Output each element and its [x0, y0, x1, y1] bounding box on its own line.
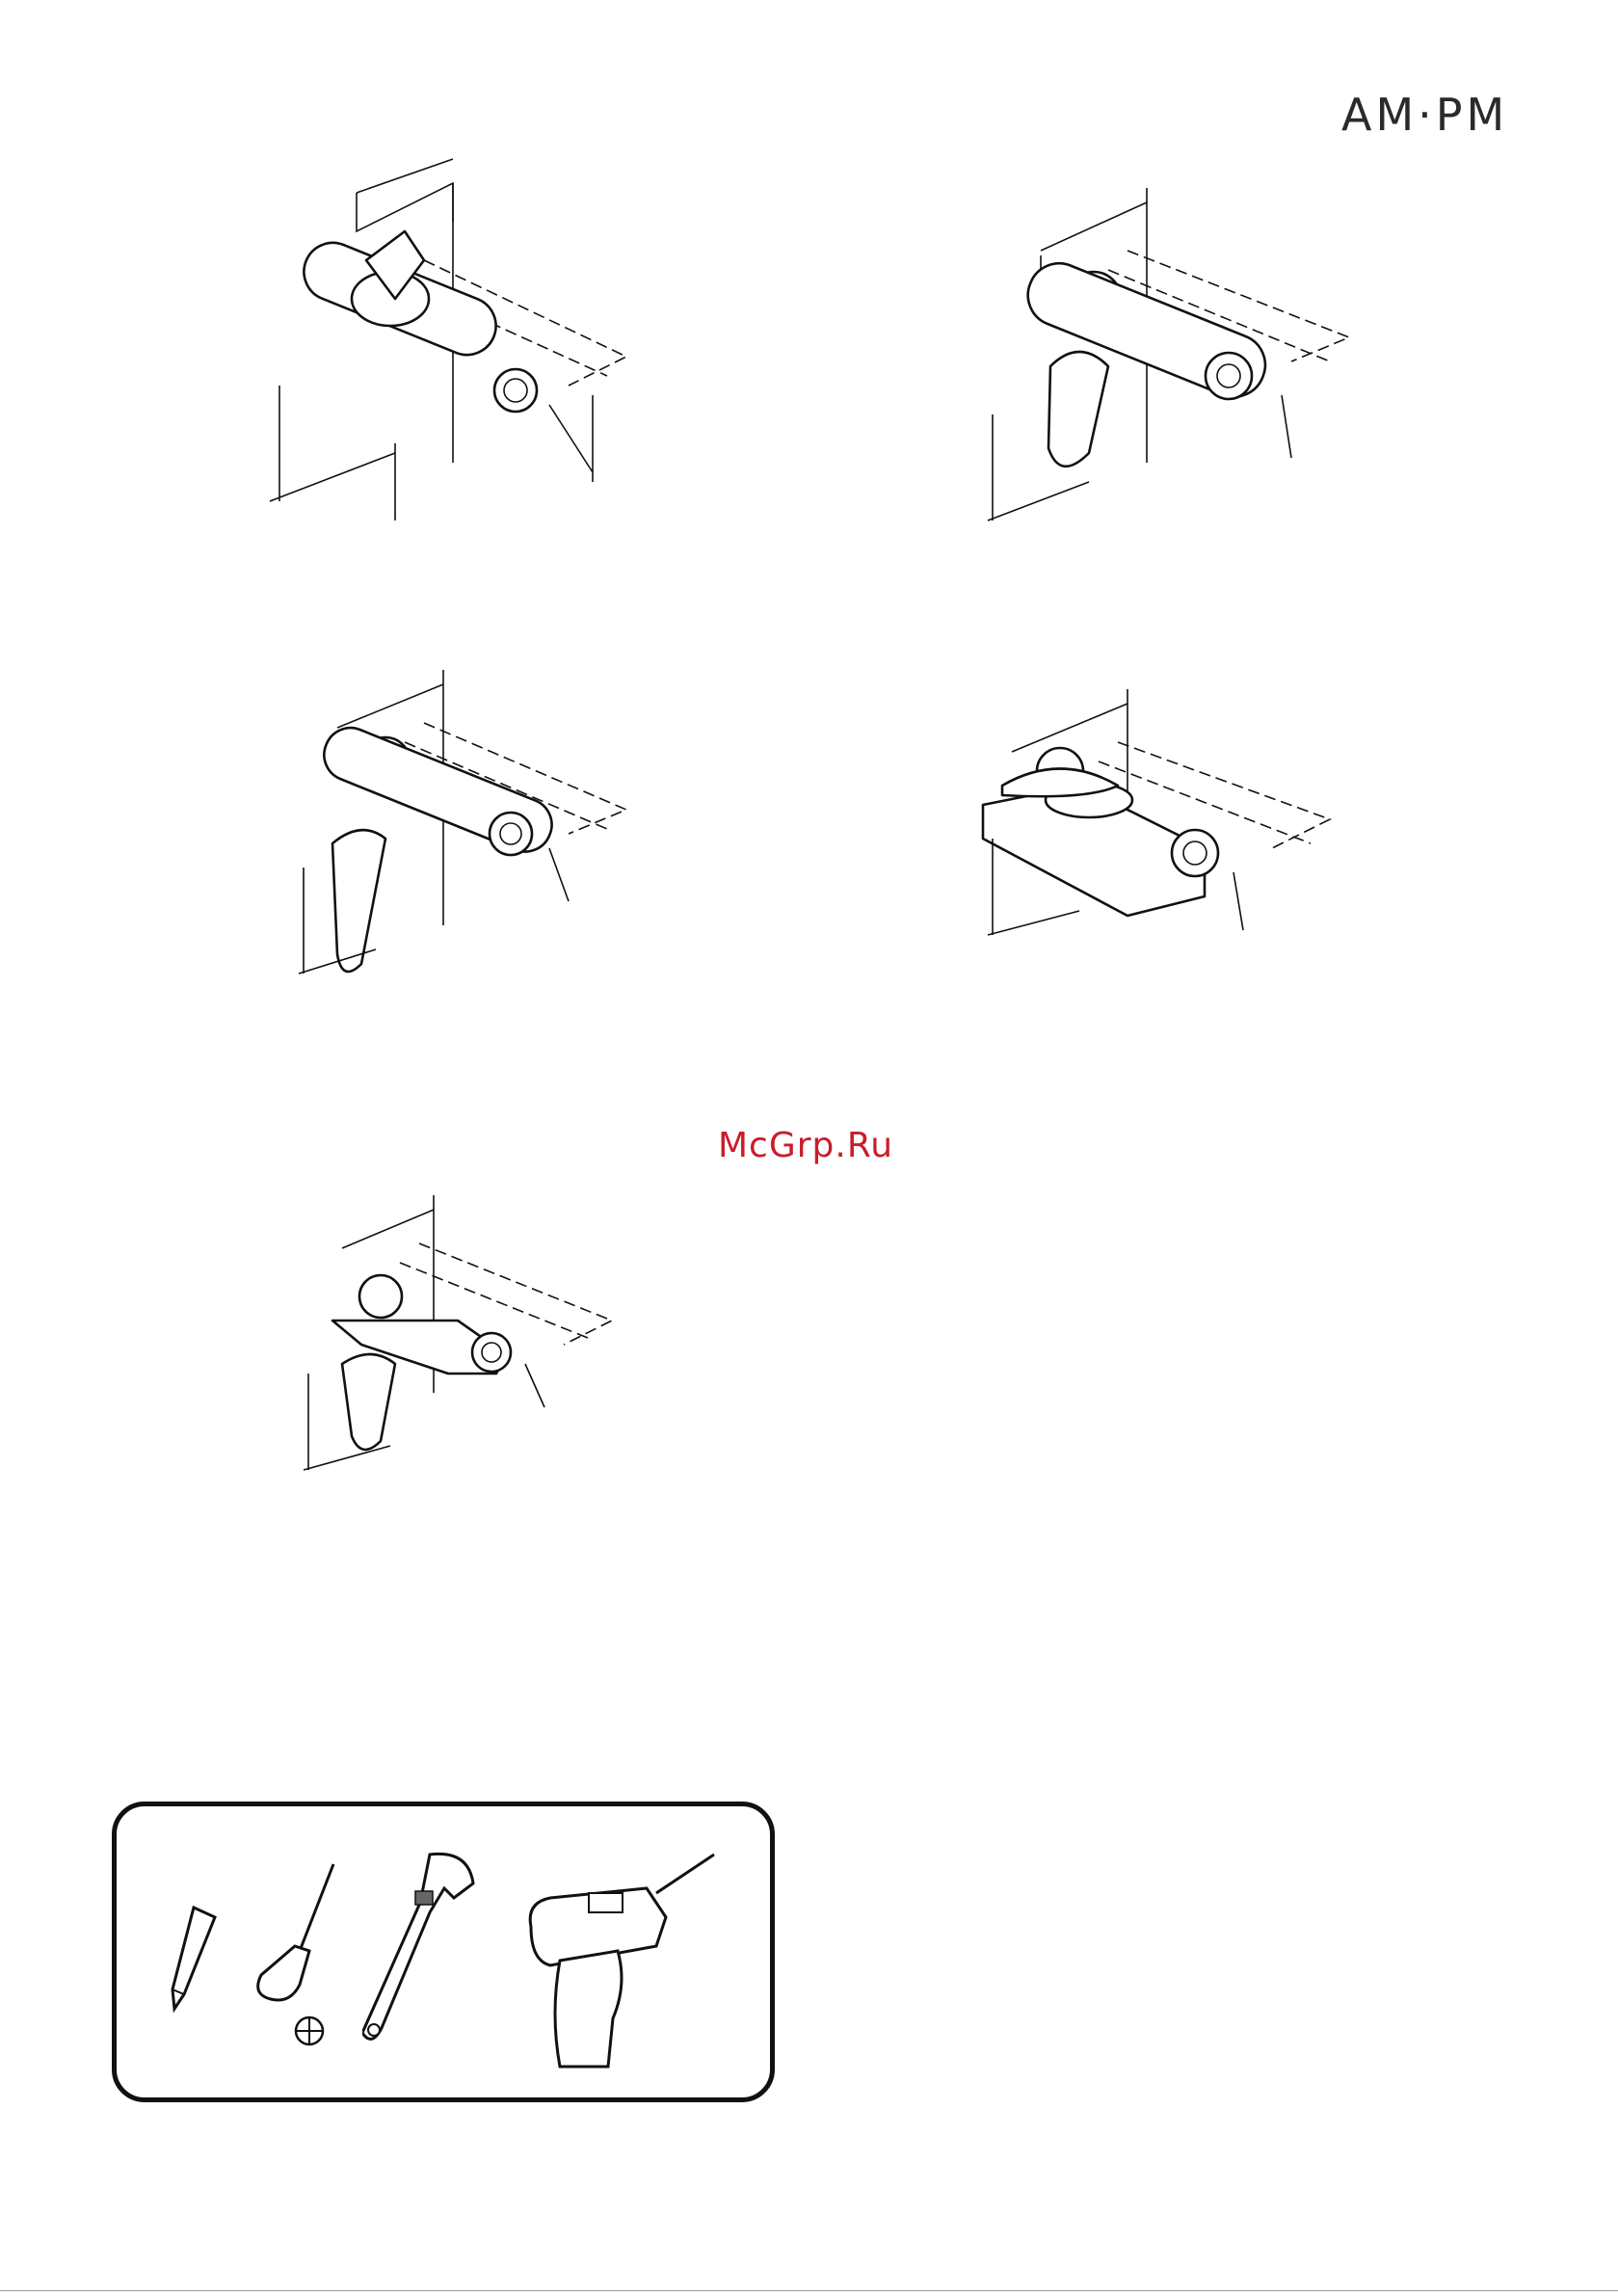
watermark-text: McGrp.Ru	[718, 1126, 893, 1165]
pencil-icon	[165, 1903, 223, 2022]
tools-panel	[112, 1802, 775, 2102]
faucet-diagram-3	[289, 675, 675, 1006]
page-bottom-rule	[0, 2290, 1618, 2291]
faucet-diagram-5	[304, 1200, 650, 1493]
brand-logo: AM·PM	[1341, 89, 1508, 141]
faucet-diagram-4	[973, 694, 1359, 987]
power-drill-icon	[521, 1850, 724, 2075]
faucet-diagram-1	[260, 193, 665, 534]
faucet-diagram-2	[983, 193, 1388, 544]
phillips-screwdriver-icon	[242, 1859, 358, 2056]
adjustable-wrench-icon	[362, 1845, 488, 2061]
